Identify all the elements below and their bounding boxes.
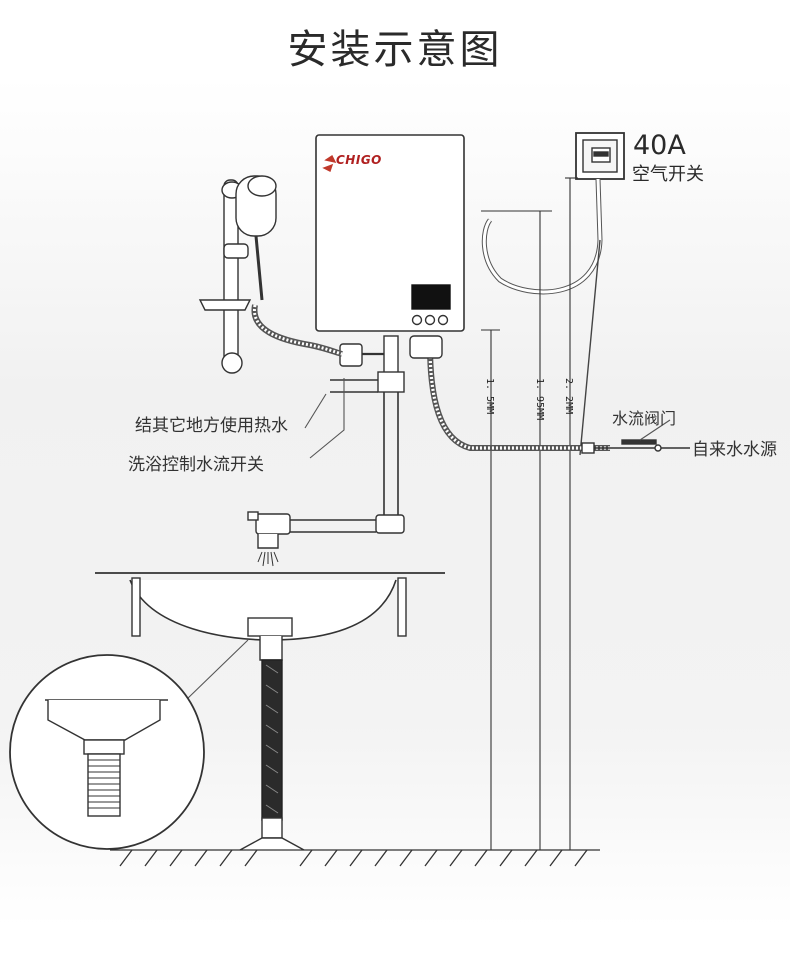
faucet xyxy=(247,511,291,567)
breaker-rating-label: 40A xyxy=(633,130,686,161)
drain-detail-magnifier xyxy=(9,654,205,850)
breaker-name-label: 空气开关 xyxy=(632,164,704,185)
page-title: 安装示意图 xyxy=(287,27,503,73)
label-other-hot-water: 结其它地方使用热水 xyxy=(135,416,288,436)
heater-display xyxy=(411,284,451,310)
water-heater-unit xyxy=(315,134,465,332)
floor xyxy=(110,849,600,867)
brand-name: CHIGO xyxy=(336,153,382,167)
label-water-valve: 水流阀门 xyxy=(612,409,677,428)
dimension-lines xyxy=(481,177,578,850)
dimension-label-2: 1. 95MM xyxy=(534,378,545,421)
shower-rail xyxy=(198,175,277,374)
water-valve xyxy=(581,439,690,454)
label-tap-source: 自来水水源 xyxy=(692,440,777,460)
label-shower-control: 洗浴控制水流开关 xyxy=(128,455,264,475)
dimension-label-3: 2. 2MM xyxy=(563,378,574,415)
dimension-label-1: 1. 5MM xyxy=(484,378,495,415)
brand-logo-icon xyxy=(322,154,337,172)
sink xyxy=(95,572,445,661)
breaker-box xyxy=(575,132,625,180)
